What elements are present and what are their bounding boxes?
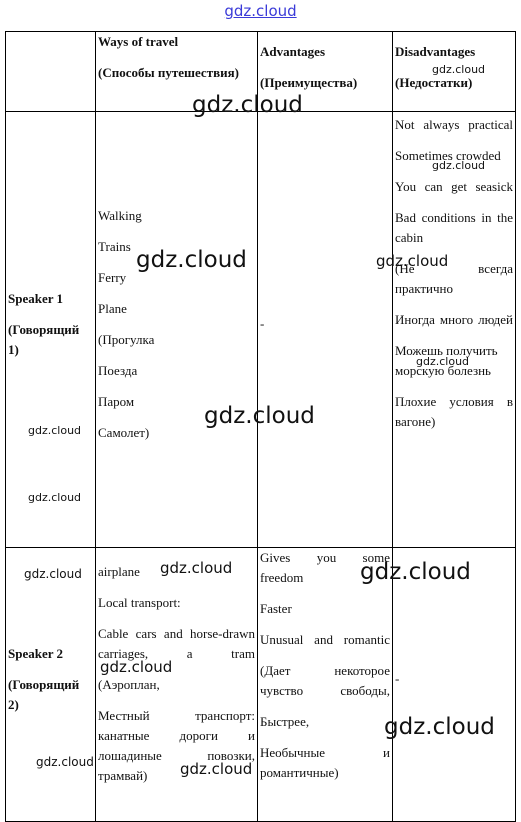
header-advantages: Advantages (Преимущества) <box>257 31 393 112</box>
watermark-top: gdz.cloud <box>224 2 297 20</box>
speaker-1-cell: Speaker 1 (Говорящий 1) <box>5 111 96 548</box>
header-cell-empty <box>5 31 96 112</box>
table-row-speaker-1: Speaker 1 (Говорящий 1) Walking Trains F… <box>5 111 516 548</box>
speaker-2-cell: Speaker 2 (Говорящий 2) <box>5 547 96 822</box>
header-ways: Ways of travel (Способы путешествия) <box>95 31 258 112</box>
speaker-2-advantages: Gives you some freedom Faster Unusual an… <box>257 547 393 822</box>
header-disadvantages: Disadvantages (Недостатки) <box>392 31 516 112</box>
table-header-row: Ways of travel (Способы путешествия) Adv… <box>5 31 516 112</box>
speaker-1-disadvantages: Not always practical Sometimes crowded Y… <box>392 111 516 548</box>
speaker-1-ways: Walking Trains Ferry Plane (Прогулка Пое… <box>95 111 258 548</box>
speaker-2-disadvantages: - <box>392 547 516 822</box>
speaker-2-ways: airplane Local transport: Cable cars and… <box>95 547 258 822</box>
table-row-speaker-2: Speaker 2 (Говорящий 2) airplane Local t… <box>5 547 516 822</box>
travel-table: Ways of travel (Способы путешествия) Adv… <box>5 31 516 822</box>
speaker-1-advantages: - <box>257 111 393 548</box>
